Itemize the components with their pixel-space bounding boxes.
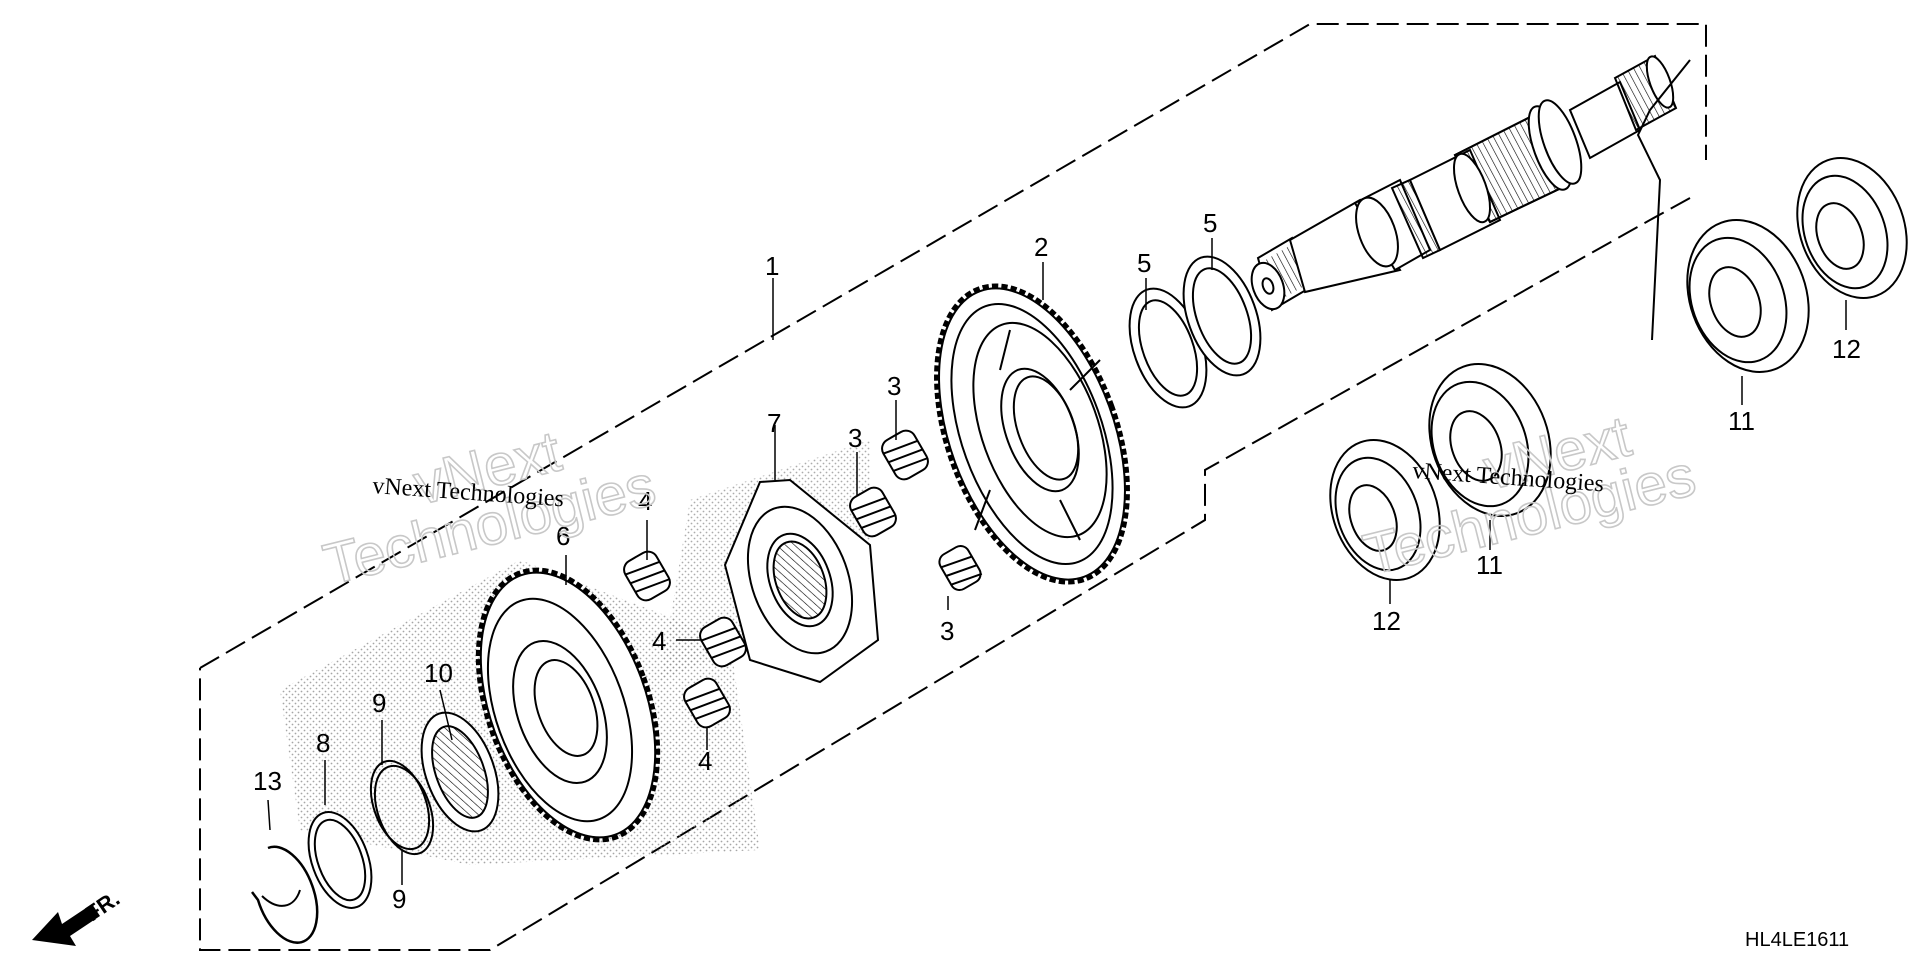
callouts: 1 2 5 5 3 3 3 7 4 4 4 6 10 9 9 8 13 12 1…	[253, 208, 1861, 914]
callout-3b: 3	[848, 423, 862, 453]
callout-12b: 12	[1832, 334, 1861, 364]
callout-13: 13	[253, 766, 282, 796]
front-direction: FR.	[32, 886, 124, 946]
callout-6: 6	[556, 521, 570, 551]
callout-11a: 11	[1476, 550, 1503, 580]
callout-4a: 4	[638, 486, 652, 516]
hub-7	[723, 478, 880, 684]
leader-lines	[267, 238, 1847, 885]
callout-1: 1	[765, 251, 779, 281]
mainshaft	[1250, 54, 1678, 312]
callout-9a: 9	[372, 688, 386, 718]
gear-2	[934, 283, 1130, 585]
springs	[623, 429, 983, 729]
callout-2: 2	[1034, 232, 1048, 262]
watermark-left: vNext Technologies vNext Technologies	[317, 418, 663, 599]
assembly-outline	[199, 23, 1707, 951]
callout-3c: 3	[940, 616, 954, 646]
callout-9b: 9	[392, 884, 406, 914]
bearings	[1329, 59, 1908, 581]
diagram-code: HL4LE1611	[1745, 929, 1849, 951]
washers-5	[1128, 255, 1262, 409]
callout-3a: 3	[887, 371, 901, 401]
gear-6	[475, 567, 661, 843]
callout-5a: 5	[1137, 248, 1151, 278]
callout-11b: 11	[1728, 406, 1755, 436]
callout-5b: 5	[1203, 208, 1217, 238]
front-direction-arrow-icon	[32, 904, 100, 946]
callout-7: 7	[767, 408, 781, 438]
callout-8: 8	[316, 728, 330, 758]
callout-4c: 4	[698, 746, 712, 776]
small-rings	[251, 711, 500, 944]
callout-10: 10	[424, 658, 453, 688]
callout-4b: 4	[652, 626, 666, 656]
callout-12a: 12	[1372, 606, 1401, 636]
